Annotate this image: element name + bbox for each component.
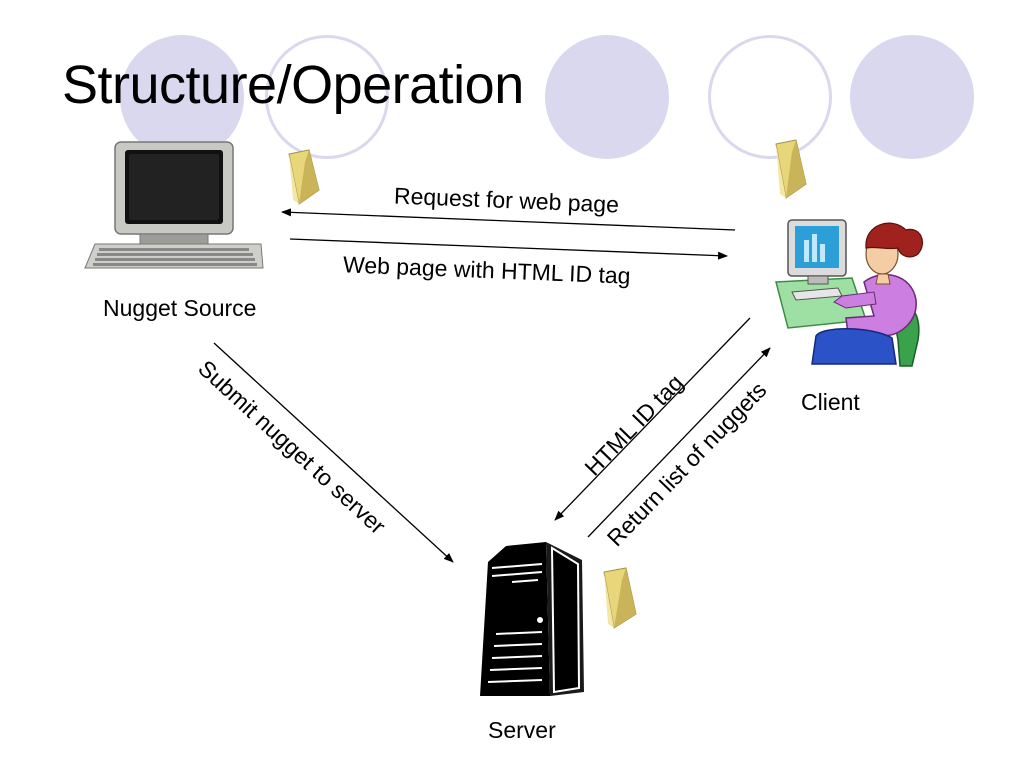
decor-circle-1 [120,35,244,159]
computer-icon [84,141,264,269]
arrow-request [281,208,736,231]
decor-circle-4 [708,35,832,159]
arrow-html-id-tag [554,317,751,521]
slide-title: Structure/Operation [62,55,524,115]
nugget-icon-source [288,149,320,205]
arrow-submit [213,342,454,563]
node-label-nugget-source: Nugget Source [103,295,257,321]
nugget-icon-client [775,139,807,199]
client-icon [775,219,923,367]
nugget-icon-server [603,567,637,629]
decor-circle-2 [265,35,389,159]
arrow-response [289,238,728,260]
node-label-client: Client [801,389,860,415]
decor-circle-5 [850,35,974,159]
decor-circle-3 [545,35,669,159]
node-label-server: Server [488,717,556,743]
server-icon [480,542,584,696]
arrow-return-list [587,347,771,538]
